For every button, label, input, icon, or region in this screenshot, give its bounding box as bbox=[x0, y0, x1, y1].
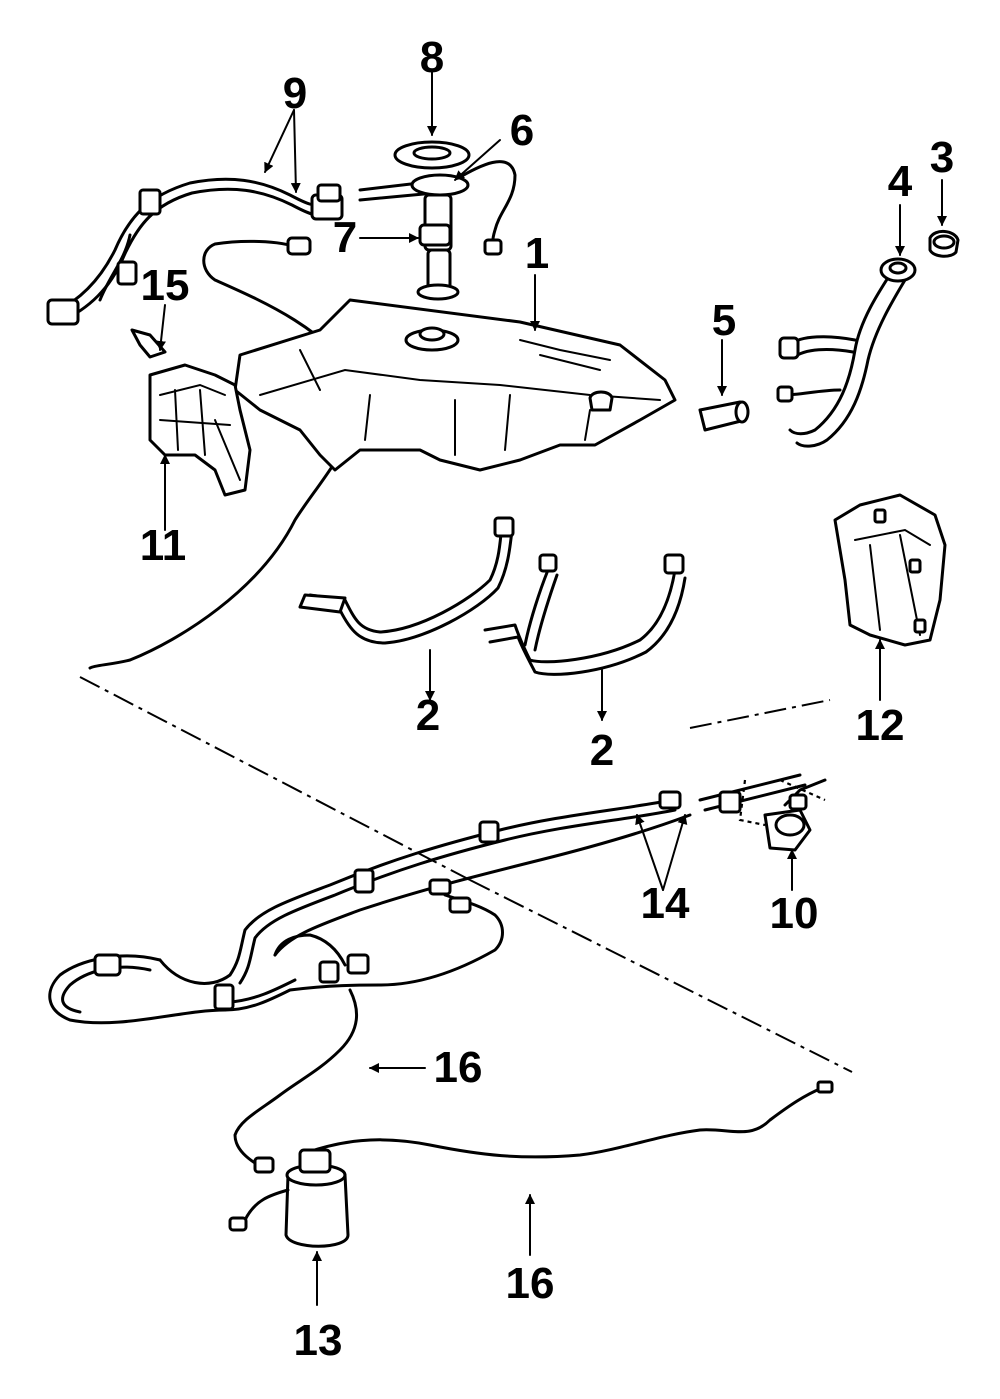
separator-line-right bbox=[469, 879, 853, 1073]
callout-10: 10 bbox=[770, 889, 819, 938]
filler-hose bbox=[698, 400, 750, 432]
callout-9: 9 bbox=[283, 69, 307, 118]
callout-16-upper: 16 bbox=[434, 1043, 483, 1092]
fuel-filler-neck bbox=[776, 257, 917, 448]
tank-strap-2 bbox=[483, 553, 687, 676]
fuel-pressure-sensor bbox=[738, 778, 827, 852]
callout-2-right: 2 bbox=[590, 726, 614, 775]
vent-line-fitting bbox=[286, 236, 312, 256]
callout-2-left: 2 bbox=[416, 691, 440, 740]
fuel-pump-lock-ring bbox=[393, 140, 471, 170]
callout-6: 6 bbox=[510, 106, 534, 155]
fuel-sending-unit bbox=[358, 160, 517, 301]
separator-line-upper bbox=[689, 699, 831, 729]
callout-5: 5 bbox=[712, 296, 736, 345]
fuel-lines-assembly bbox=[48, 773, 807, 1025]
callout-1: 1 bbox=[525, 229, 549, 278]
fuel-tank bbox=[233, 298, 677, 472]
callout-arrows bbox=[156, 69, 947, 1306]
callout-16-lower: 16 bbox=[506, 1259, 555, 1308]
callout-11: 11 bbox=[140, 521, 187, 570]
callout-8: 8 bbox=[420, 33, 444, 82]
fuel-filler-cap bbox=[928, 230, 960, 258]
tank-strap-1 bbox=[298, 516, 515, 645]
callout-12: 12 bbox=[856, 701, 905, 750]
callout-14: 14 bbox=[641, 879, 690, 928]
callout-4: 4 bbox=[888, 157, 913, 206]
heat-shield-right bbox=[833, 493, 947, 647]
callout-7: 7 bbox=[333, 213, 357, 262]
callout-3: 3 bbox=[930, 133, 954, 182]
evap-canister bbox=[228, 1148, 350, 1248]
wiring-harness bbox=[46, 177, 344, 326]
callout-13: 13 bbox=[294, 1316, 343, 1365]
evap-lines bbox=[233, 988, 834, 1174]
separator-line-left bbox=[79, 676, 471, 881]
callout-15: 15 bbox=[141, 261, 190, 310]
